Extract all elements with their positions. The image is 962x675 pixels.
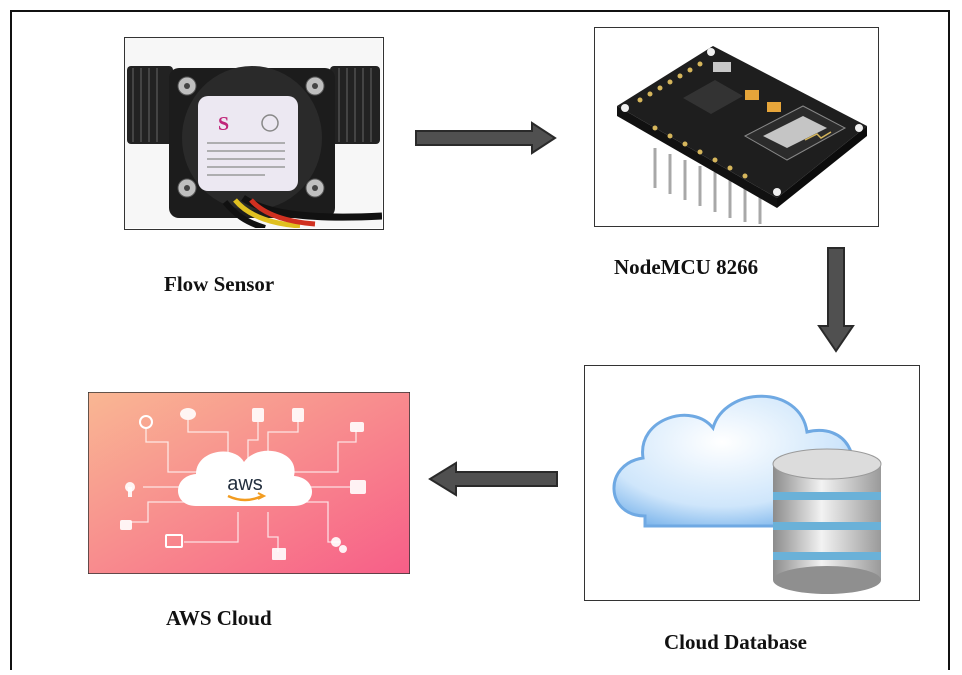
arrow-cloud-database-to-aws-cloud <box>428 461 558 497</box>
cloud-database-image <box>584 365 920 601</box>
cloud-database-label: Cloud Database <box>664 630 807 654</box>
flow-sensor-image: S <box>124 37 384 230</box>
nodemcu-image <box>594 27 879 227</box>
aws-cloud-image: aws <box>88 392 410 574</box>
arrow-flow-sensor-to-nodemcu <box>415 121 557 155</box>
nodemcu-label: NodeMCU 8266 <box>614 255 759 279</box>
svg-text:S: S <box>218 113 229 135</box>
flow-sensor-label: Flow Sensor <box>164 272 275 296</box>
arrow-nodemcu-to-cloud-database <box>817 247 855 353</box>
aws-logo-text: aws <box>227 473 263 495</box>
aws-cloud-label: AWS Cloud <box>166 606 272 630</box>
